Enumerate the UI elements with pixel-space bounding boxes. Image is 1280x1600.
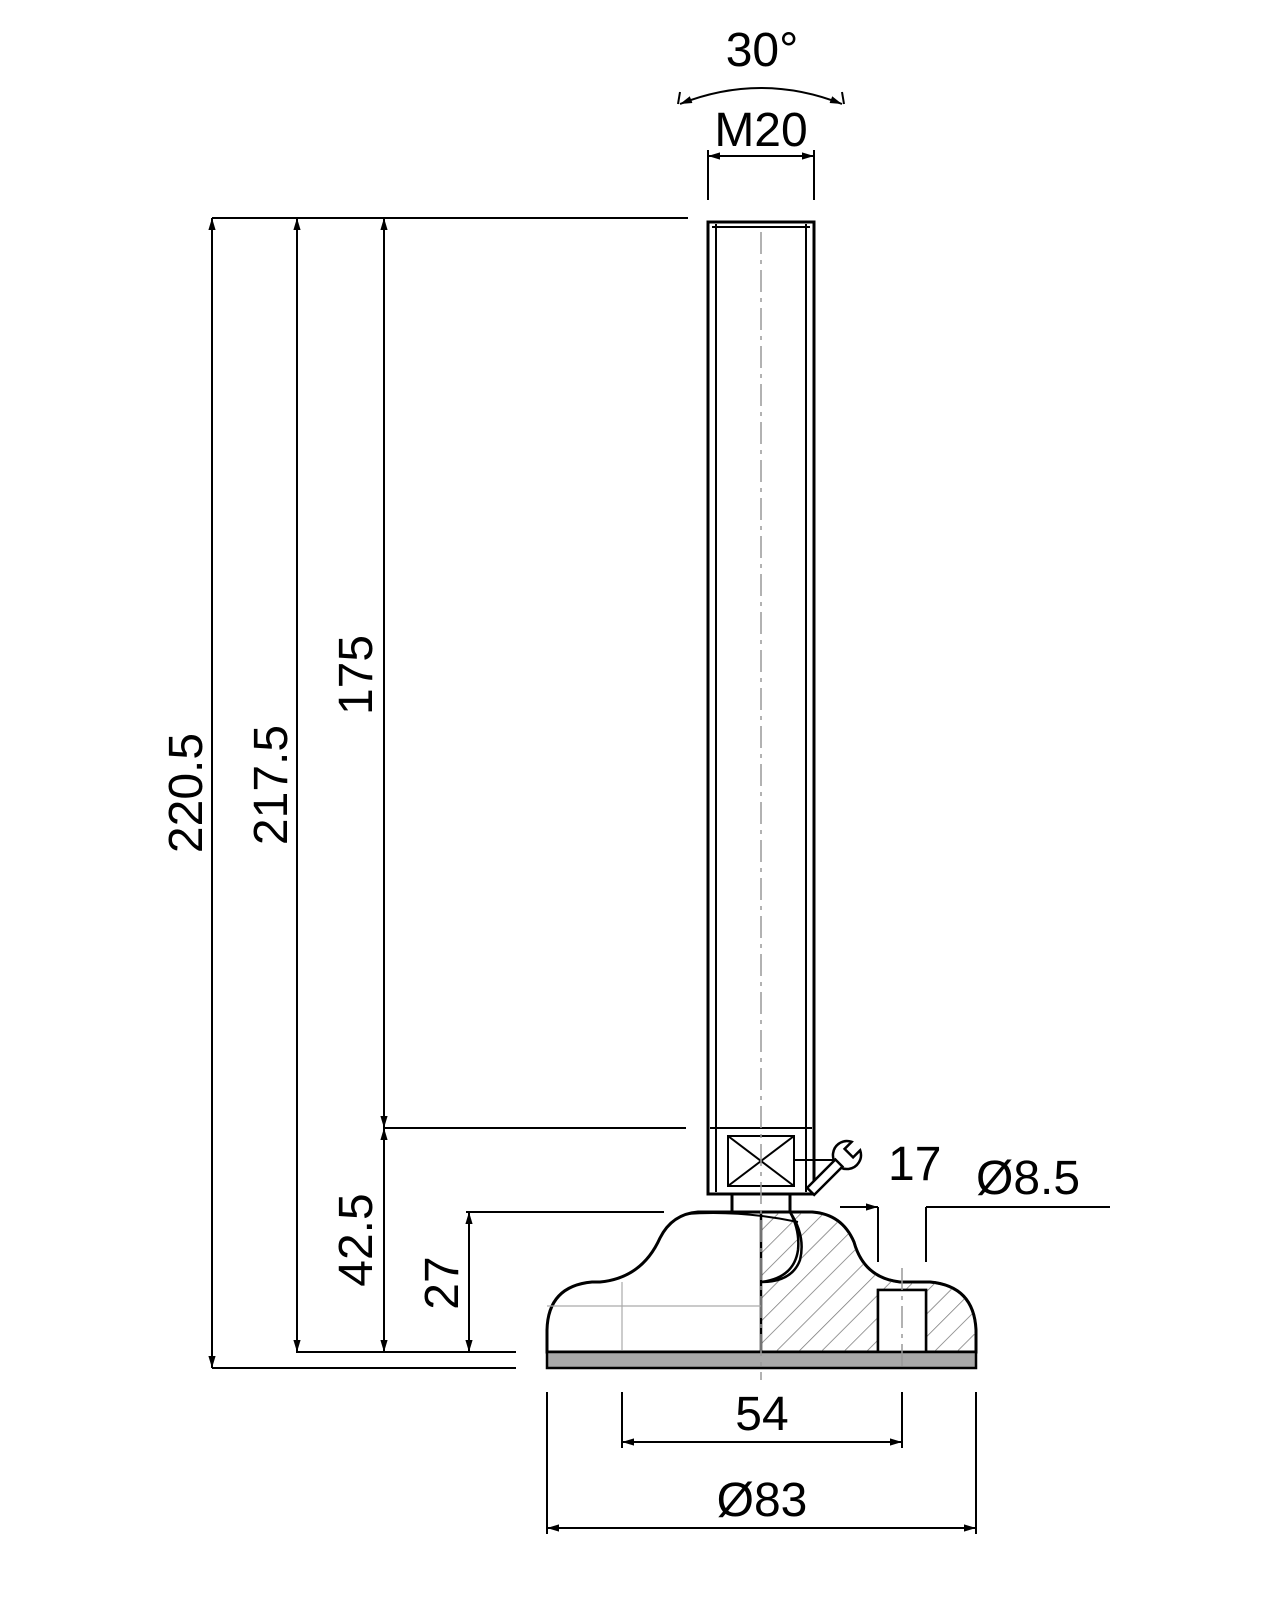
- thread-label: M20: [714, 104, 807, 157]
- hole-diameter-label: Ø8.5: [976, 1152, 1080, 1205]
- base-height-label: 42.5: [330, 1193, 383, 1286]
- wrench-size-label: 17: [888, 1138, 941, 1191]
- height-217-label: 217.5: [245, 725, 298, 845]
- hole-spacing-label: 54: [735, 1388, 788, 1441]
- spindle-length-label: 175: [330, 635, 383, 715]
- dimension-labels: 30° M20 220.5 217.5 175 42.5 27 17 Ø8.5 …: [160, 24, 1080, 1527]
- base-diameter-label: Ø83: [717, 1474, 808, 1527]
- total-height-label: 220.5: [160, 733, 213, 853]
- part-outline: [545, 220, 978, 1380]
- wrench-icon: [805, 1139, 863, 1197]
- dimension-lines: [208, 87, 1110, 1534]
- pad-height-label: 27: [416, 1256, 469, 1309]
- angle-label: 30°: [726, 24, 799, 77]
- section-hatch: [759, 1210, 978, 1354]
